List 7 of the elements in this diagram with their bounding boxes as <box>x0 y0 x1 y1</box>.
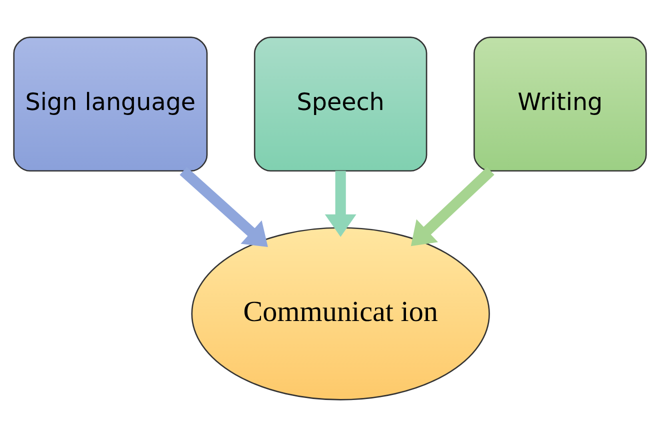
arrow <box>410 167 494 246</box>
arrow <box>324 170 356 237</box>
node-box: Speech <box>254 36 428 172</box>
node-ellipse: Communicat ion <box>191 227 490 400</box>
node-box: Sign language <box>13 36 208 172</box>
arrow <box>180 166 268 248</box>
node-box: Writing <box>474 36 647 172</box>
